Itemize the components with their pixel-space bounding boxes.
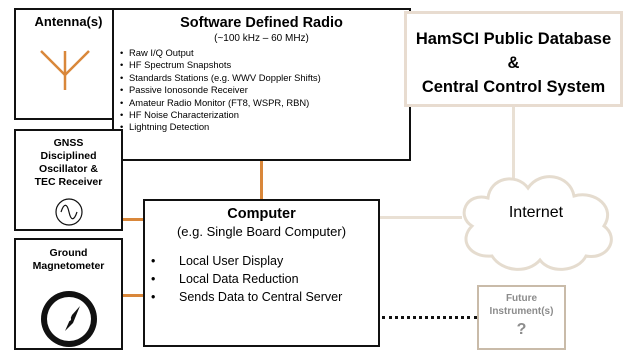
antenna-box: Antenna(s) — [14, 8, 123, 120]
internet-label: Internet — [508, 204, 564, 221]
computer-subtitle: (e.g. Single Board Computer) — [176, 224, 347, 239]
oscillator-icon — [55, 198, 83, 226]
sdr-title: Software Defined Radio — [180, 15, 343, 31]
sdr-subtitle: (~100 kHz – 60 MHz) — [214, 33, 309, 44]
future-dotted-link — [382, 316, 477, 319]
list-item: Passive Ionosonde Receiver — [120, 84, 409, 97]
computer-feature-list: Local User Display Local Data Reduction … — [151, 252, 378, 306]
list-item: HF Noise Characterization — [120, 109, 409, 122]
gnss-box: GNSS Disciplined Oscillator & TEC Receiv… — [14, 129, 123, 231]
list-item: Sends Data to Central Server — [151, 288, 378, 306]
magnetometer-line: Magnetometer — [32, 260, 105, 272]
gnss-line: GNSS — [53, 137, 84, 149]
gnss-line: Oscillator & — [39, 163, 98, 175]
hamsci-line: & — [507, 54, 520, 72]
gnss-computer-connector — [123, 218, 143, 221]
list-item: Standards Stations (e.g. WWV Doppler Shi… — [120, 72, 409, 85]
magnetometer-box: Ground Magnetometer — [14, 238, 123, 350]
sdr-computer-connector — [260, 161, 263, 199]
gnss-line: TEC Receiver — [34, 176, 103, 188]
compass-icon — [41, 291, 97, 347]
internet-hamsci-link — [512, 107, 515, 182]
future-line: Instrument(s) — [489, 306, 554, 317]
hamsci-line: Central Control System — [421, 78, 606, 96]
list-item: Local Data Reduction — [151, 270, 378, 288]
sdr-box: Software Defined Radio (~100 kHz – 60 MH… — [112, 8, 411, 161]
internet-cloud — [462, 175, 613, 271]
magnetometer-line: Ground — [49, 247, 88, 259]
computer-title: Computer — [227, 206, 296, 222]
computer-box: Computer (e.g. Single Board Computer) Lo… — [143, 199, 380, 347]
future-line: Future — [505, 293, 538, 304]
list-item: Amateur Radio Monitor (FT8, WSPR, RBN) — [120, 97, 409, 110]
list-item: Lightning Detection — [120, 121, 409, 134]
future-instruments-box: Future Instrument(s) ? — [477, 285, 566, 350]
question-mark: ? — [516, 321, 527, 338]
hamsci-line: HamSCI Public Database — [415, 30, 612, 48]
hamsci-database-box: HamSCI Public Database & Central Control… — [404, 11, 623, 107]
antenna-icon — [40, 50, 90, 90]
list-item: Raw I/Q Output — [120, 47, 409, 60]
gnss-line: Disciplined — [40, 150, 97, 162]
antenna-title: Antenna(s) — [34, 14, 103, 29]
list-item: HF Spectrum Snapshots — [120, 59, 409, 72]
computer-internet-link — [380, 216, 462, 219]
list-item: Local User Display — [151, 252, 378, 270]
magnetometer-computer-connector — [123, 294, 143, 297]
sdr-feature-list: Raw I/Q Output HF Spectrum Snapshots Sta… — [120, 47, 409, 134]
